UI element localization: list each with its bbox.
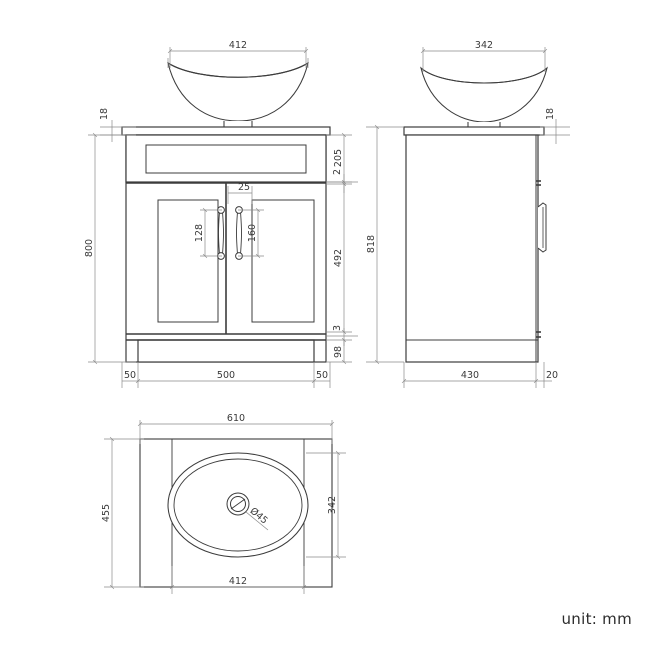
dim-label-counter-thickness-side: 18 (545, 108, 556, 120)
dim-plan-basin-length: 412 (169, 566, 307, 594)
side-counter-top (403, 126, 545, 136)
dim-label-right-overhang: 50 (316, 370, 328, 381)
plan-view: Ø45 610 455 342 412 (101, 413, 346, 594)
front-basin-outline (167, 61, 309, 128)
dim-front-plinth-height: 98 (326, 337, 352, 365)
unit-note-label: unit: mm (561, 610, 632, 628)
dim-front-gap-below-doors: 3 (326, 325, 358, 346)
front-counter-top (121, 126, 331, 136)
dim-label-plan-basin-width: 342 (327, 496, 338, 514)
dim-label-side-total-height: 818 (366, 235, 377, 253)
side-elevation-view: 342 18 818 430 20 (366, 40, 570, 388)
side-door-handle (537, 202, 547, 253)
dim-side-counter-thickness: 18 (540, 108, 570, 144)
dim-front-handle-gap: 25 (227, 182, 253, 204)
dim-front-right-handle-centres: 160 (238, 207, 264, 259)
dim-plan-counter-depth: 455 (101, 436, 144, 590)
dim-label-cabinet-width: 500 (217, 370, 235, 381)
front-cabinet-body (125, 134, 327, 363)
dim-plan-basin-width: 342 (306, 450, 346, 560)
dim-label-plan-basin-length: 412 (229, 576, 247, 587)
dim-label-drawer-height: 205 (333, 149, 344, 167)
dim-label-left-overhang: 50 (124, 370, 136, 381)
dim-label-counter-width: 610 (227, 413, 245, 424)
dim-label-left-handle-centres: 128 (194, 224, 205, 242)
dim-label-gap-below-doors: 3 (332, 325, 343, 331)
dim-label-gap-above-doors: 2 (332, 169, 343, 175)
dim-front-door-height: 492 (326, 181, 352, 335)
dim-side-basin-depth: 342 (420, 40, 548, 72)
dim-label-basin-depth: 342 (475, 40, 493, 51)
dim-front-basin-width: 412 (167, 40, 309, 68)
dim-side-total-height: 818 (366, 124, 404, 365)
dim-front-total-height: 800 (84, 132, 136, 365)
dim-label-counter-depth: 455 (101, 504, 112, 522)
dim-front-bottom-widths: 50 500 50 (121, 362, 331, 388)
dim-side-bottom-depths: 430 20 (401, 362, 558, 388)
dim-label-counter-overhang: 20 (546, 370, 558, 381)
plan-drain-detail: Ø45 (226, 492, 270, 531)
dim-label-right-handle-centres: 160 (247, 224, 258, 242)
dim-front-gap-above-doors: 2 (326, 169, 358, 193)
side-cabinet-body (405, 134, 541, 363)
dim-label-total-height: 800 (84, 239, 95, 257)
front-elevation-view: 412 18 800 205 2 (84, 40, 358, 388)
dim-front-left-handle-centres: 128 (194, 207, 222, 259)
dim-label-counter-thickness-front: 18 (99, 108, 110, 120)
dim-label-cabinet-depth: 430 (461, 370, 479, 381)
dim-plan-counter-width: 610 (137, 413, 335, 444)
side-basin-outline (420, 66, 548, 128)
dim-label-handle-gap: 25 (238, 182, 250, 193)
dim-label-door-height: 492 (333, 249, 344, 267)
dim-label-plinth-height: 98 (333, 346, 344, 358)
dim-label-basin-width: 412 (229, 40, 247, 51)
